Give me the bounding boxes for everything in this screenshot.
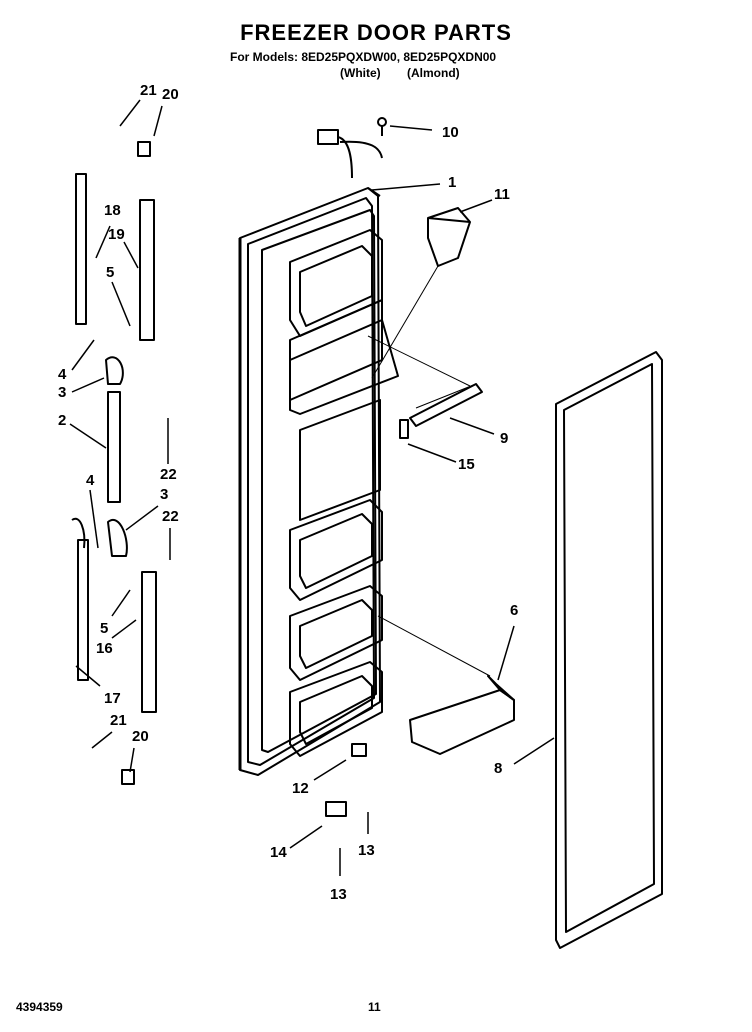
part-label-22: 22 (160, 466, 177, 483)
wire-harness (317, 117, 387, 179)
left-hinge-parts (71, 141, 367, 817)
part-15-clip (399, 419, 409, 439)
part-label-14: 14 (270, 844, 287, 861)
part-label-5: 5 (106, 264, 115, 281)
part-label-20: 20 (162, 86, 179, 103)
part-label-8: 8 (494, 760, 503, 777)
freezer-door (238, 187, 381, 776)
part-label-12: 12 (292, 780, 309, 797)
part-label-22b: 22 (162, 508, 179, 525)
color-almond-label: (Almond) (407, 66, 460, 80)
part-label-15: 15 (458, 456, 475, 473)
part-label-5b: 5 (100, 620, 109, 637)
part-11-funnel (371, 207, 471, 379)
part-label-16: 16 (96, 640, 113, 657)
part-label-10: 10 (442, 124, 459, 141)
page-number: 11 (368, 1000, 381, 1014)
color-white-label: (White) (340, 66, 381, 80)
part-label-9: 9 (500, 430, 509, 447)
part-label-17: 17 (104, 690, 121, 707)
door-liner (289, 229, 399, 757)
part-9-trim (367, 335, 483, 427)
part-6-bin (377, 615, 515, 755)
part-label-11: 11 (494, 186, 510, 203)
part-label-3b: 3 (160, 486, 169, 503)
page-title: FREEZER DOOR PARTS (240, 20, 512, 45)
part-label-18: 18 (104, 202, 121, 219)
part-label-1: 1 (448, 174, 457, 191)
part-label-13b: 13 (330, 886, 347, 903)
part-label-6: 6 (510, 602, 519, 619)
part-label-4: 4 (58, 366, 67, 383)
part-label-3: 3 (58, 384, 67, 401)
part-label-4b: 4 (86, 472, 95, 489)
document-number: 4394359 (16, 1000, 63, 1014)
part-label-19: 19 (108, 226, 125, 243)
part-label-13: 13 (358, 842, 375, 859)
part-label-2: 2 (58, 412, 67, 429)
part-8-gasket (555, 351, 663, 949)
part-label-20b: 20 (132, 728, 149, 745)
part-label-21b: 21 (110, 712, 127, 729)
model-numbers: For Models: 8ED25PQXDW00, 8ED25PQXDN00 (230, 50, 497, 64)
part-label-21: 21 (140, 82, 157, 99)
